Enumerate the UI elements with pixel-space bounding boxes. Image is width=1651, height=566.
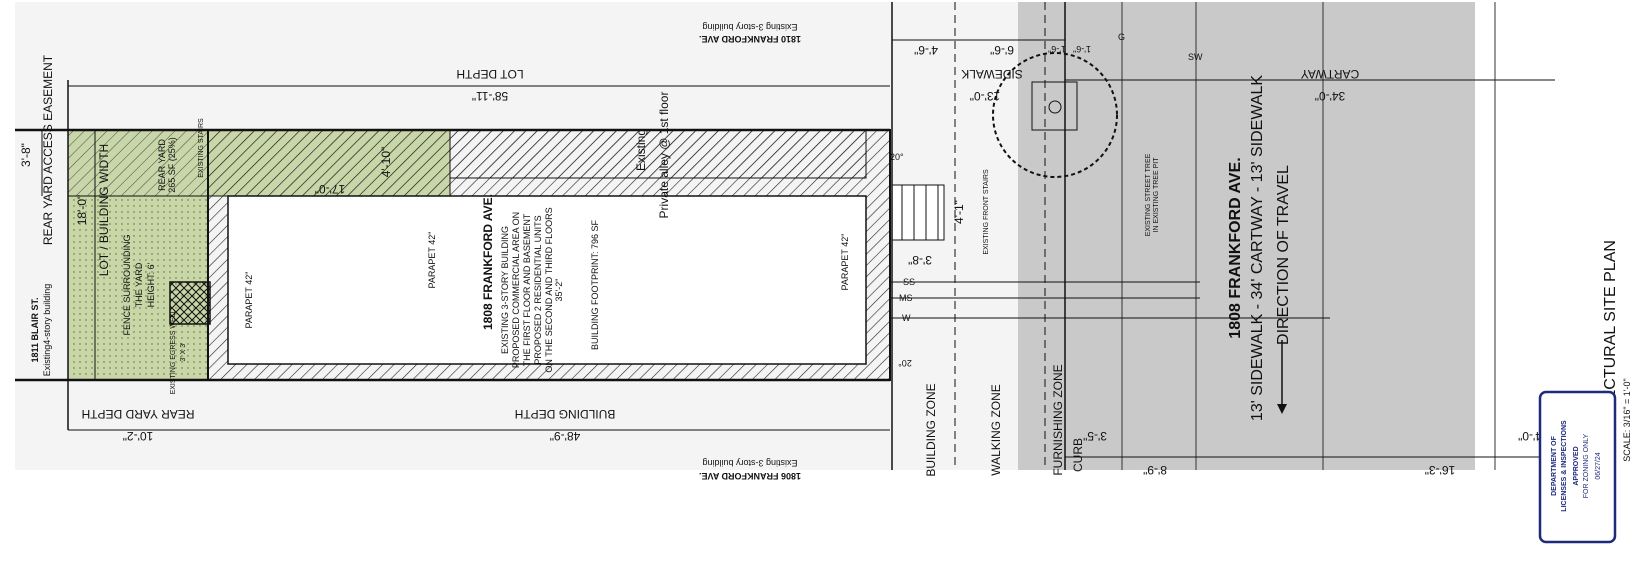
dim-1-6a: 1'-6" xyxy=(1048,44,1066,54)
dim-8-9: 8'-9" xyxy=(1143,463,1167,477)
street-name: 1808 FRANKFORD AVE. xyxy=(1227,157,1244,338)
neighbor-bottom-label: 1806 FRANKFORD AVE. xyxy=(699,471,801,481)
stamp-for-zoning: FOR ZONING ONLY xyxy=(1583,433,1590,498)
building-depth-label: BUILDING DEPTH xyxy=(515,407,616,421)
building-interior xyxy=(227,195,867,365)
lot-width-value: 18'-0" xyxy=(75,195,89,226)
desc-line-1: EXISTING 3-STORY BUILDING xyxy=(500,226,510,354)
dim-4-1: 4'-1" xyxy=(952,200,966,224)
front-stairs xyxy=(891,184,945,241)
building-zone-label: BUILDING ZONE xyxy=(924,383,938,476)
dim-16-3: 16'-3" xyxy=(1425,463,1456,477)
dim-4-10: 4'-10" xyxy=(379,147,393,178)
street-section: 13' SIDEWALK - 34' CARTWAY - 13' SIDEWAL… xyxy=(1249,75,1266,421)
cartway-label: CARTWAY xyxy=(1301,67,1359,81)
lot-width-label: LOT / BUILDING WIDTH xyxy=(97,144,111,276)
approval-stamp xyxy=(1538,390,1617,544)
egress-well-label: EXISTING EGRESS WELL xyxy=(170,309,177,394)
dim-4-0: 4'-0" xyxy=(1518,429,1542,443)
angle-bottom: 20° xyxy=(898,358,912,368)
street-tree-label-2: IN EXISTING TREE PIT xyxy=(1153,157,1160,233)
dim-34-0: 34'-0" xyxy=(1315,89,1346,103)
util-ss: SS xyxy=(903,277,915,287)
fence-line-3: HEIGHT: 6' xyxy=(146,262,156,307)
street-area xyxy=(1018,2,1475,470)
dim-13-0: 13'-0" xyxy=(970,89,1001,103)
private-alley xyxy=(449,129,867,179)
tree-pit xyxy=(1031,81,1078,131)
dim-6-6: 6'-6" xyxy=(990,43,1014,57)
fence-line-1: FENCE SURROUNDING xyxy=(122,234,132,335)
neighbor-left-label: 1811 BLAIR ST. xyxy=(30,297,40,362)
dim-35-2: 35'-2" xyxy=(554,279,564,302)
dim-1-6b: 1'-6" xyxy=(1073,44,1091,54)
easement-label: REAR YARD ACCESS EASEMENT xyxy=(41,54,55,245)
easement-value: 3'-8" xyxy=(19,143,33,167)
parapet-mid: PARAPET 42" xyxy=(427,232,437,289)
neighbor-top-label: 1810 FRANKFORD AVE. xyxy=(699,34,801,44)
stamp-date: 06/27/24 xyxy=(1595,452,1602,479)
building-address: 1808 FRANKFORD AVE. xyxy=(481,194,495,330)
desc-line-4: PROPOSED 2 RESIDENTIAL UNITS xyxy=(533,215,543,364)
sheet-scale: SCALE: 3/16" = 1'-0" xyxy=(1622,378,1632,461)
dim-4-6: 4'-6" xyxy=(914,43,938,57)
dim-17-0: 17'-0" xyxy=(315,182,346,196)
rear-yard-label: REAR YARD xyxy=(157,139,167,191)
stamp-dept-2: LICENSES & INSPECTIONS xyxy=(1561,420,1568,512)
parapet-left: PARAPET 42" xyxy=(244,272,254,329)
street-tree xyxy=(992,52,1118,178)
parapet-right: PARAPET 42" xyxy=(840,234,850,291)
curb-label: CURB xyxy=(1071,438,1085,472)
neighbor-top-sub: Existing 3-story building xyxy=(702,22,797,32)
neighbor-left-sub: Existing4-story building xyxy=(42,284,52,377)
desc-line-2: PROPOSED COMMERCIAL AREA ON xyxy=(511,212,521,368)
util-g: G xyxy=(1118,32,1125,42)
util-sw: SW xyxy=(1188,52,1203,62)
rear-yard-sf: 265 SF (25%) xyxy=(167,137,177,193)
desc-line-5: ON THE SECOND AND THIRD FLOORS xyxy=(544,207,554,372)
lot-depth-value: 58'-11" xyxy=(472,89,508,103)
egress-dim-label: 3' X 3' xyxy=(180,342,187,361)
fence-line-2: THE YARD xyxy=(134,262,144,307)
dim-3-5: 3'-5" xyxy=(1083,429,1107,443)
sidewalk-label: SIDEWALK xyxy=(961,67,1023,81)
util-ms: MS xyxy=(899,293,913,303)
street-tree-label-1: EXISTING STREET TREE xyxy=(1145,153,1152,236)
neighbor-bottom-sub: Existing 3-story building xyxy=(702,458,797,468)
dim-3-8: 3'-8" xyxy=(908,253,932,267)
rear-yard-depth-label: REAR YARD DEPTH xyxy=(82,407,195,421)
direction-label: DIRECTION OF TRAVEL xyxy=(1275,165,1292,345)
alley-label-1: Existing xyxy=(634,129,648,171)
footprint-label: BUILDING FOOTPRINT: 796 SF xyxy=(590,219,600,350)
building-depth-value: 48'-9" xyxy=(550,429,581,443)
direction-arrow-icon xyxy=(1277,404,1287,414)
front-stairs-label: EXISTING FRONT STAIRS xyxy=(983,169,990,255)
alley-label-2: Private alley @ 1st floor xyxy=(657,92,671,219)
existing-stairs-label: EXISTING STAIRS xyxy=(198,118,205,178)
lot-depth-label: LOT DEPTH xyxy=(456,67,523,81)
walking-zone-label: WALKING ZONE xyxy=(989,384,1003,476)
desc-line-3: THE FIRST FLOOR AND BASEMENT xyxy=(522,213,532,366)
stamp-approved: APPROVED xyxy=(1573,446,1580,485)
furnishing-zone-label: FURNISHING ZONE xyxy=(1051,364,1065,475)
angle-top: 20° xyxy=(890,152,904,162)
stamp-dept-1: DEPARTMENT OF xyxy=(1551,435,1558,495)
rear-yard-depth-value: 10'-2" xyxy=(123,429,154,443)
util-w: W xyxy=(902,313,911,323)
egress-well xyxy=(169,281,211,325)
